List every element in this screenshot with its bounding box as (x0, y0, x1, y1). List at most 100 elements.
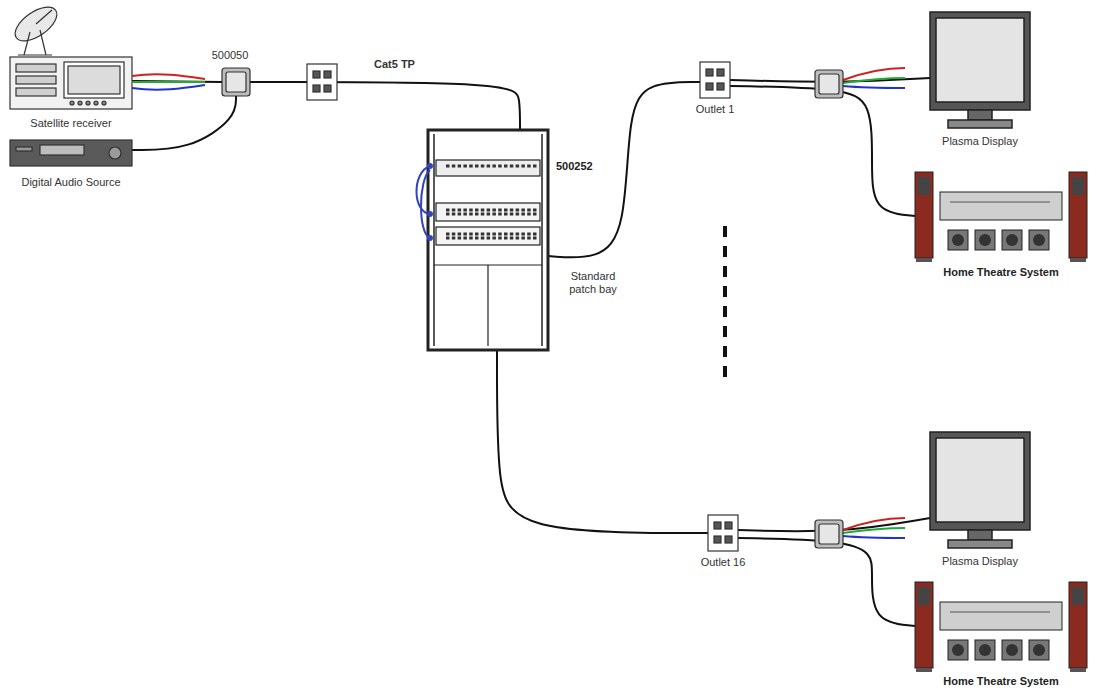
device-label: 500252 (556, 160, 593, 173)
tower-speaker (1069, 582, 1087, 668)
port (527, 165, 531, 168)
subwoofer (1029, 230, 1049, 250)
subwoofer-cone (979, 644, 991, 656)
port (510, 209, 514, 212)
dot (723, 266, 727, 277)
speaker-base (916, 258, 932, 262)
device-label: Satellite receiver (30, 117, 111, 130)
port (516, 233, 520, 236)
device-node: Home Theatre System (915, 582, 1087, 672)
port (463, 233, 467, 236)
subwoofer (1002, 640, 1022, 660)
balun (815, 70, 843, 548)
dot (723, 226, 727, 237)
port (510, 165, 514, 168)
port (498, 237, 502, 240)
port (481, 165, 485, 168)
port (498, 233, 502, 236)
dot (723, 326, 727, 337)
port (527, 209, 531, 212)
port (498, 209, 502, 212)
continuation-dots (723, 226, 727, 377)
device-node: Plasma Display (930, 432, 1030, 548)
av-receiver (940, 192, 1062, 220)
dot (723, 306, 727, 317)
subwoofer (1029, 640, 1049, 660)
port (452, 233, 456, 236)
port (504, 237, 508, 240)
port (504, 165, 508, 168)
dot (723, 286, 727, 297)
speaker-driver (918, 587, 930, 605)
port (463, 209, 467, 212)
port (521, 165, 525, 168)
port (533, 213, 537, 216)
speaker-base (916, 668, 932, 672)
subwoofer-cone (1006, 644, 1018, 656)
port (527, 213, 531, 216)
port (487, 233, 491, 236)
speaker-driver (1072, 587, 1084, 605)
port (452, 165, 456, 168)
dot (723, 366, 727, 377)
port (516, 209, 520, 212)
receiver-slot (950, 612, 1050, 613)
port (458, 233, 462, 236)
port (492, 233, 496, 236)
device-node: 500050 (222, 68, 250, 96)
port (475, 165, 479, 168)
home-theatre-system (915, 172, 1087, 672)
port (533, 165, 537, 168)
tower-speaker (1069, 172, 1087, 258)
port (492, 237, 496, 240)
cable (250, 82, 520, 130)
device-label: Plasma Display (942, 135, 1018, 148)
speaker-base (1070, 258, 1086, 262)
tower-speaker (915, 582, 933, 668)
port (498, 165, 502, 168)
satellite-dish (9, 0, 62, 55)
port (481, 233, 485, 236)
cable (548, 82, 700, 257)
port (446, 233, 450, 236)
component-cables (132, 74, 205, 89)
port (475, 233, 479, 236)
port (487, 165, 491, 168)
cable (738, 538, 915, 626)
port (533, 209, 537, 212)
port (469, 213, 473, 216)
device-label: 500050 (212, 49, 249, 62)
device-node: Outlet 1 (700, 62, 730, 98)
dot (723, 246, 727, 257)
port (481, 237, 485, 240)
port (521, 237, 525, 240)
dot (723, 346, 727, 357)
device-label: Outlet 1 (696, 103, 735, 116)
port (463, 165, 467, 168)
port (498, 213, 502, 216)
equipment-rack (417, 130, 549, 350)
port (533, 233, 537, 236)
port (475, 209, 479, 212)
port (458, 213, 462, 216)
rack-ports (446, 165, 537, 240)
subwoofer-cone (952, 234, 964, 246)
port (504, 213, 508, 216)
port (527, 237, 531, 240)
subwoofer (975, 640, 995, 660)
wall-plate (700, 62, 730, 98)
port (533, 237, 537, 240)
port (504, 233, 508, 236)
device-node: Digital Audio Source (10, 140, 132, 166)
tower-speaker (915, 172, 933, 258)
port (516, 237, 520, 240)
port (516, 165, 520, 168)
cable-label: Cat5 TP (372, 58, 417, 71)
device-label: Home Theatre System (943, 266, 1059, 279)
device-node: Outlet 16 (708, 515, 738, 551)
cable (132, 81, 222, 82)
port (463, 237, 467, 240)
port (475, 237, 479, 240)
